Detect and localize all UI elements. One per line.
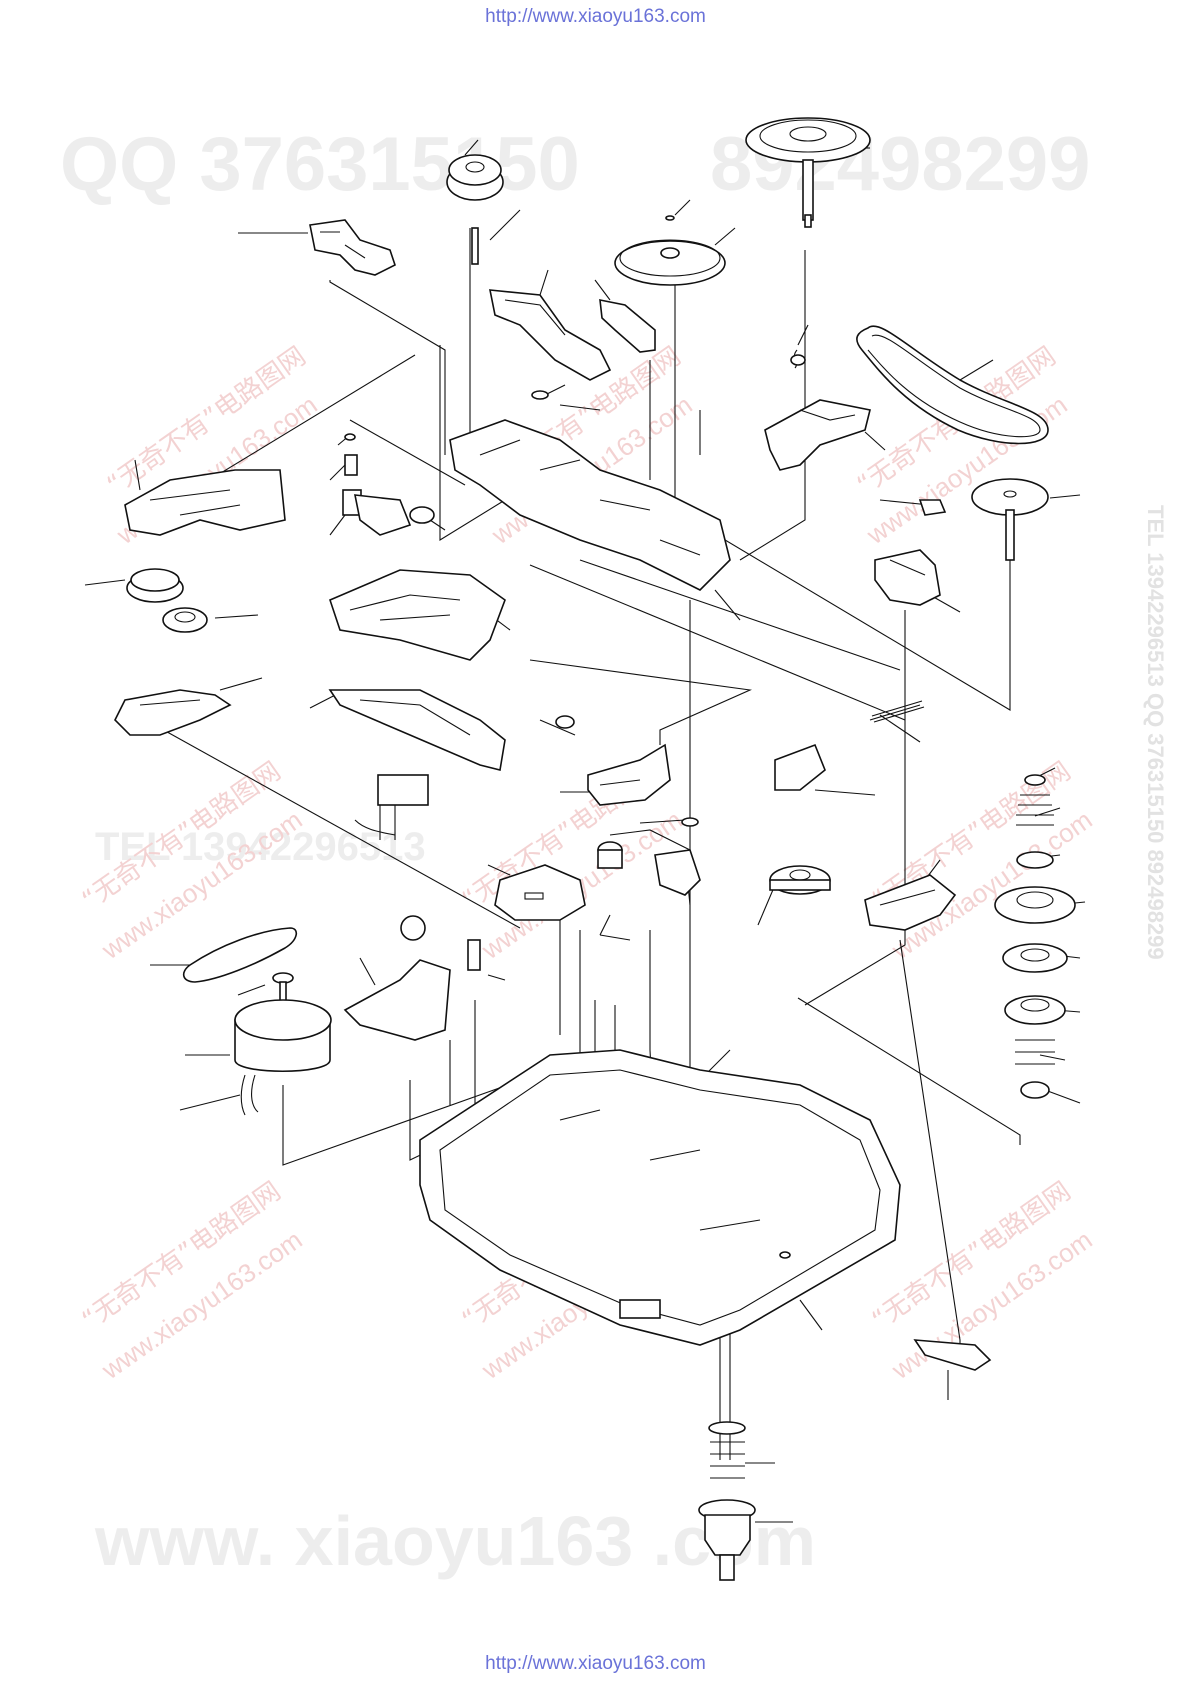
gear-large-top [614, 215, 726, 286]
clip-bottom-right [913, 1339, 992, 1371]
torsion-spring-center [555, 715, 575, 729]
bracket-right-mid [874, 549, 941, 606]
chassis-plate-mid [329, 569, 506, 661]
spring-small-upper [531, 349, 806, 400]
drive-belt-right [856, 325, 1049, 445]
head-block-left [354, 774, 429, 840]
spring-right-upper [918, 499, 947, 516]
reel-top-small [446, 154, 504, 265]
roller-center [597, 841, 623, 869]
pulley-right [971, 478, 1049, 561]
motor-left [234, 972, 332, 1116]
slide-plate-mid [328, 689, 506, 771]
lever-right-lower [864, 874, 957, 931]
belt-left-lower [182, 927, 298, 983]
watermark-side: TEL 13942296513 QQ 376315150 892498299 [1143, 505, 1168, 960]
chassis-plate-upper [449, 419, 731, 591]
spring-bottom [708, 1421, 746, 1479]
small-parts-left-mid [342, 433, 435, 536]
lever-left-mid [114, 689, 232, 736]
gear-stack-left [126, 568, 208, 633]
main-chassis [419, 1049, 901, 1346]
clip-small [599, 299, 656, 353]
switch-assembly-center-left [343, 915, 481, 1041]
lever-right-upper [764, 399, 871, 471]
reel-stack-right [994, 774, 1076, 1099]
footer-url[interactable]: http://www.xiaoyu163.com [485, 1653, 706, 1674]
bracket-top-left [309, 219, 396, 276]
knob-bottom [698, 1499, 756, 1581]
lever-clip-center [654, 817, 701, 896]
gear-flanged-right [769, 865, 831, 895]
flywheel-top-right [745, 117, 871, 228]
compression-spring-right-mid [774, 700, 925, 791]
watermark-tel: TEL 13942296513 [95, 825, 426, 869]
lever-center-top [489, 289, 612, 381]
watermark-qq: QQ 376315150 [60, 122, 580, 207]
bracket-left-upper [124, 469, 286, 536]
cam-plate-center [494, 864, 586, 921]
pinch-roller-arm-center [587, 743, 671, 806]
header-url[interactable]: http://www.xiaoyu163.com [485, 6, 706, 27]
watermark-site: www. xiaoyu163 .com [94, 1502, 816, 1580]
